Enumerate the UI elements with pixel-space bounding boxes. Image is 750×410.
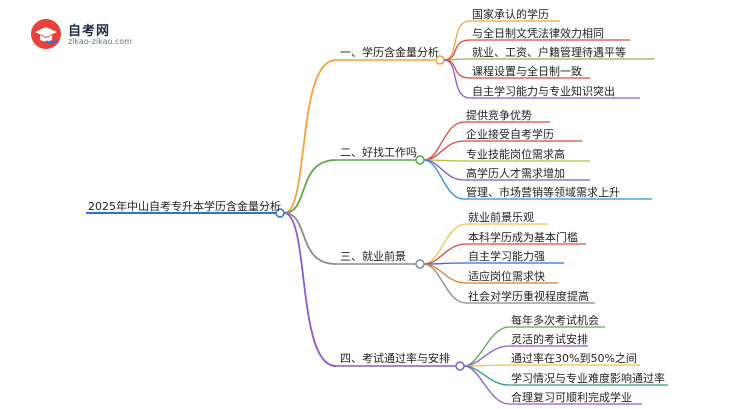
branch-label-4[interactable]: 四、考试通过率与安排	[340, 352, 450, 365]
branch-connector-4	[283, 212, 337, 367]
leaf-3-2[interactable]: 本科学历成为基本门槛	[468, 231, 578, 244]
leaf-4-1[interactable]: 每年多次考试机会	[511, 314, 599, 327]
leaf-connector-1-5	[443, 59, 471, 99]
leaf-connector-4-5	[463, 365, 510, 405]
branch-connector-3	[283, 212, 337, 265]
root-topic[interactable]: 2025年中山自考专升本学历含金量分析	[88, 200, 281, 213]
leaf-3-3[interactable]: 自主学习能力强	[468, 250, 545, 263]
leaf-1-3[interactable]: 就业、工资、户籍管理待遇平等	[472, 46, 626, 59]
leaf-3-1[interactable]: 就业前景乐观	[468, 211, 534, 224]
branch-node-dot-2	[415, 155, 425, 165]
leaf-4-2[interactable]: 灵活的考试安排	[511, 333, 588, 346]
leaf-connector-2-4	[423, 159, 465, 181]
leaf-connector-3-1	[423, 223, 467, 265]
leaf-connector-2-5	[423, 159, 465, 200]
leaf-1-5[interactable]: 自主学习能力与专业知识突出	[472, 85, 615, 98]
leaf-3-4[interactable]: 适应岗位需求快	[468, 270, 545, 283]
leaf-connector-1-4	[443, 59, 471, 79]
leaf-4-3[interactable]: 通过率在30%到50%之间	[511, 352, 637, 365]
leaf-2-4[interactable]: 高学历人才需求增加	[466, 167, 565, 180]
leaf-connector-3-5	[423, 263, 467, 304]
branch-node-dot-3	[415, 259, 425, 269]
leaf-1-4[interactable]: 课程设置与全日制一致	[472, 65, 582, 78]
logo-url: zikao-zikao.com	[68, 37, 132, 46]
site-logo[interactable]: 自考网 zikao-zikao.com	[30, 18, 140, 52]
branch-connector-2	[283, 159, 337, 214]
branch-label-3[interactable]: 三、就业前景	[340, 250, 406, 263]
logo-title: 自考网	[68, 24, 111, 39]
graduation-cap-icon	[31, 19, 61, 49]
branch-connector-1	[283, 59, 337, 214]
leaf-connector-1-2	[443, 39, 471, 61]
leaf-2-5[interactable]: 管理、市场营销等领域需求上升	[466, 186, 620, 199]
leaf-2-3[interactable]: 专业技能岗位需求高	[466, 148, 565, 161]
leaf-3-5[interactable]: 社会对学历重视程度提高	[468, 290, 589, 303]
branch-label-1[interactable]: 一、学历含金量分析	[340, 46, 439, 59]
leaf-4-4[interactable]: 学习情况与专业难度影响通过率	[511, 372, 665, 385]
leaf-2-1[interactable]: 提供竞争优势	[466, 109, 532, 122]
leaf-1-1[interactable]: 国家承认的学历	[472, 8, 549, 21]
leaf-4-5[interactable]: 合理复习可顺利完成学业	[511, 391, 632, 404]
branch-label-2[interactable]: 二、好找工作吗	[340, 146, 417, 159]
branch-node-dot-4	[455, 361, 465, 371]
leaf-2-2[interactable]: 企业接受自考学历	[466, 128, 554, 141]
leaf-connector-2-2	[423, 140, 465, 161]
leaf-1-2[interactable]: 与全日制文凭法律效力相同	[472, 27, 604, 40]
